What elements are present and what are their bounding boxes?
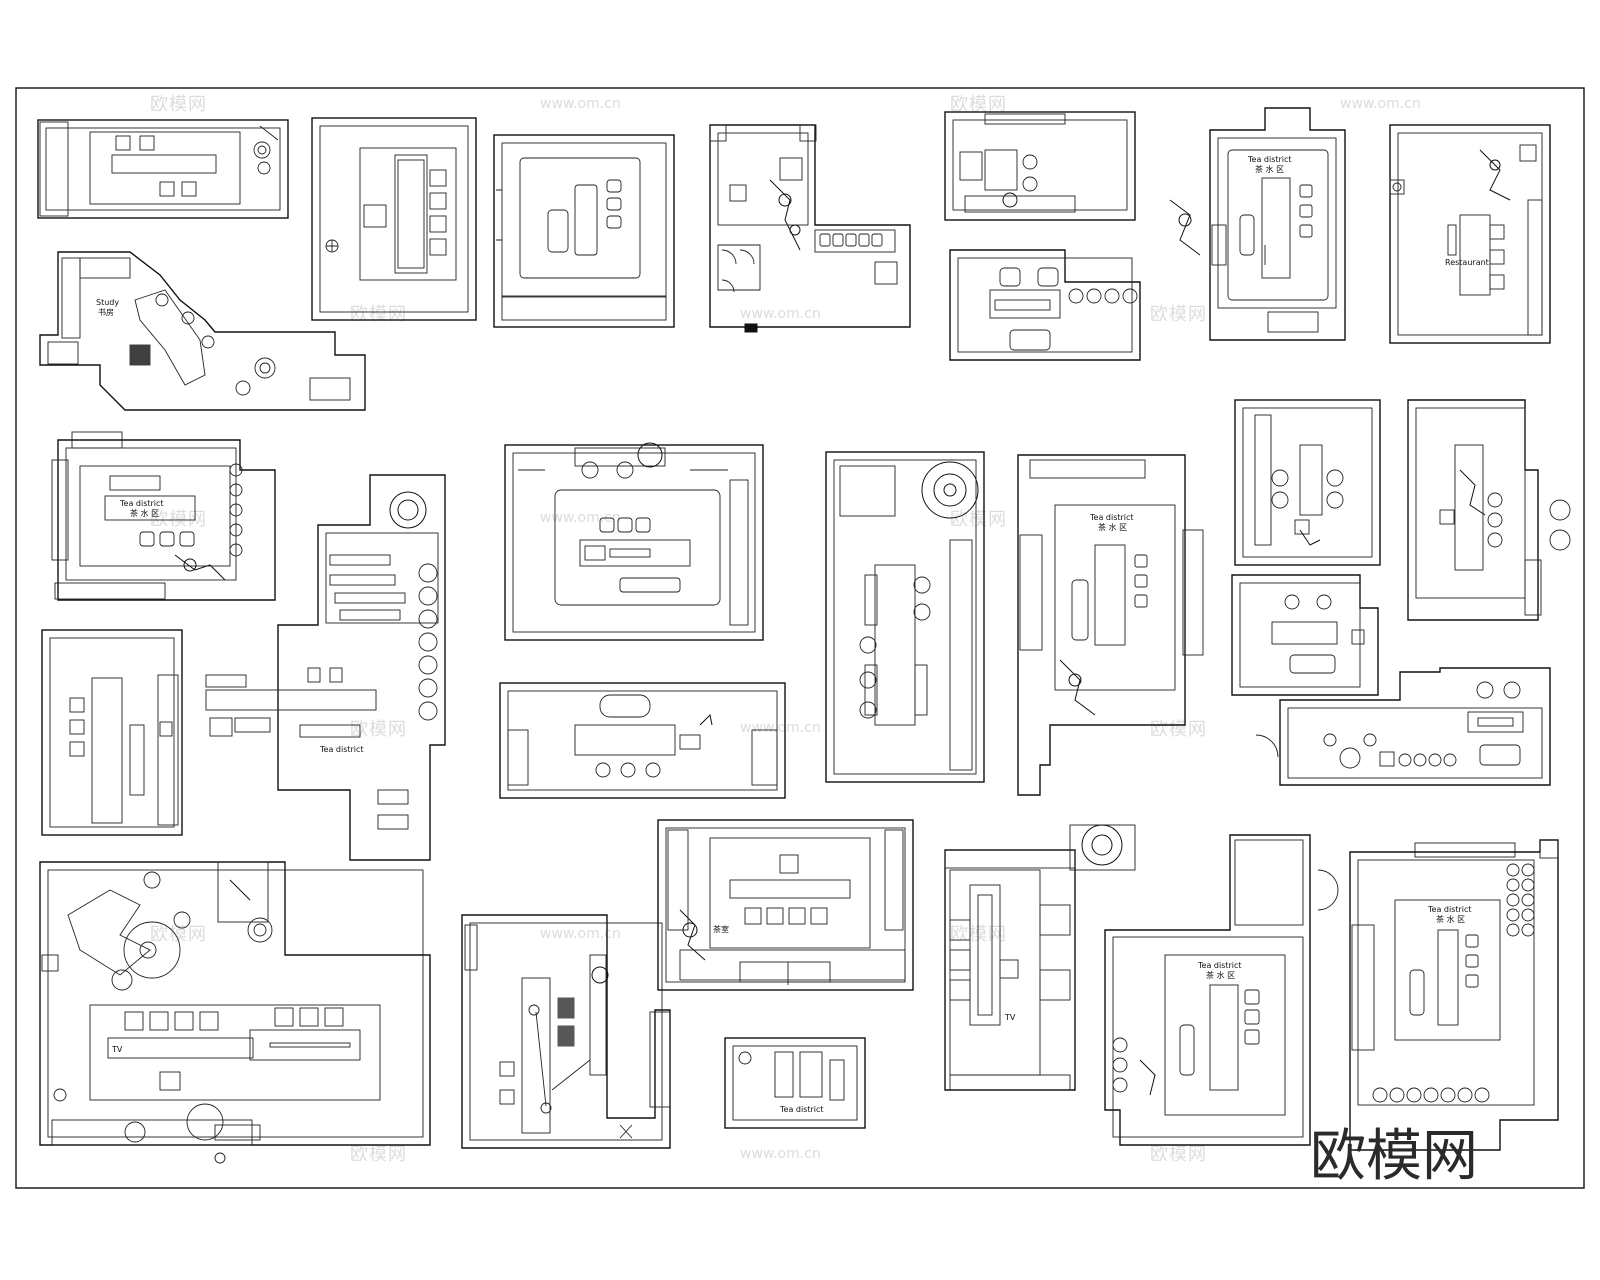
watermark-url: www.om.cn xyxy=(540,510,621,526)
watermark-layer: 欧模网 www.om.cn 欧模网 www.om.cn 欧模网 www.om.c… xyxy=(150,94,1421,1165)
floor-plan-25: TV xyxy=(944,824,1136,1091)
room-label: Tea district xyxy=(319,745,364,754)
room-label-cn: 书房 xyxy=(98,307,114,317)
tv-label: TV xyxy=(1004,1013,1016,1022)
room-label: Tea district xyxy=(1197,961,1242,970)
watermark-text: 欧模网 xyxy=(150,924,207,945)
floor-plan-17 xyxy=(1407,399,1571,621)
chair-column xyxy=(418,563,438,721)
floor-plan-7 xyxy=(949,249,1141,361)
tv-label: TV xyxy=(111,1045,123,1054)
room-label: Study xyxy=(96,298,119,307)
watermark-text: 欧模网 xyxy=(350,304,407,325)
floor-plan-9-restaurant: Restaurant xyxy=(1389,124,1551,344)
watermark-text: 欧模网 xyxy=(350,1144,407,1165)
floor-plan-6 xyxy=(944,111,1136,221)
watermark-text: 欧模网 xyxy=(1150,1144,1207,1165)
floor-plan-10-tea: Tea district 茶 水 区 xyxy=(51,431,276,601)
floor-plan-24-tea: Tea district xyxy=(724,1037,866,1129)
floor-plan-12 xyxy=(504,442,764,641)
chair-row xyxy=(229,463,243,557)
floor-plan-11: Tea district xyxy=(205,474,446,861)
watermark-text: 欧模网 xyxy=(350,719,407,740)
watermark-text: 欧模网 xyxy=(950,924,1007,945)
watermark-url: www.om.cn xyxy=(540,926,621,942)
floor-plan-15-tea: Tea district 茶 水 区 xyxy=(1017,454,1204,796)
watermark-url: www.om.cn xyxy=(740,1146,821,1162)
watermark-text: 欧模网 xyxy=(150,509,207,530)
watermark-url: www.om.cn xyxy=(740,306,821,322)
floor-plan-4 xyxy=(493,134,675,328)
floor-plan-19 xyxy=(1255,667,1551,786)
floor-plan-13 xyxy=(499,682,786,799)
floor-plan-26-tea: Tea district 茶 水 区 xyxy=(1104,834,1339,1146)
floor-plan-14 xyxy=(825,451,985,783)
watermark-url: www.om.cn xyxy=(1340,96,1421,112)
floor-plan-3 xyxy=(311,117,477,321)
watermark-text: 欧模网 xyxy=(950,509,1007,530)
room-label: Tea district xyxy=(1427,905,1472,914)
floor-plan-2-study: Study 书房 xyxy=(39,251,366,411)
floor-plan-21: TV xyxy=(39,861,431,1164)
floor-plan-8-tea: Tea district 茶 水 区 xyxy=(1169,107,1346,341)
watermark-url: www.om.cn xyxy=(540,96,621,112)
floor-plan-18 xyxy=(1231,574,1379,696)
room-label-cn: 茶 水 区 xyxy=(1436,914,1465,924)
room-label-cn: 茶 水 区 xyxy=(1098,522,1127,532)
room-label-cn: 茶 水 区 xyxy=(1206,970,1235,980)
chair-row xyxy=(1372,1087,1490,1103)
watermark-text: 欧模网 xyxy=(150,94,207,115)
floor-plan-23: 茶室 xyxy=(657,819,914,991)
watermark-logo: 欧模网 xyxy=(1310,1124,1478,1189)
room-label-cn: 茶室 xyxy=(713,924,729,934)
floor-plan-1 xyxy=(37,119,289,219)
chair-row xyxy=(819,233,883,247)
floor-plan-22 xyxy=(461,914,671,1149)
floor-plan-5 xyxy=(709,124,911,333)
room-label-cn: 茶 水 区 xyxy=(1255,164,1284,174)
watermark-text: 欧模网 xyxy=(1150,304,1207,325)
floor-plan-20 xyxy=(41,629,183,836)
room-label: Tea district xyxy=(119,499,164,508)
room-label: Tea district xyxy=(1247,155,1292,164)
chair-grid xyxy=(1506,863,1535,937)
floor-plan-16 xyxy=(1234,399,1381,566)
room-label: Tea district xyxy=(779,1105,824,1114)
floor-plan-27-tea: Tea district 茶 水 区 xyxy=(1349,839,1559,1151)
room-label: Tea district xyxy=(1089,513,1134,522)
room-label-cn: 茶 水 区 xyxy=(130,508,159,518)
watermark-text: 欧模网 xyxy=(1150,719,1207,740)
sheet-border xyxy=(15,87,1585,1189)
watermark-text: 欧模网 xyxy=(950,94,1007,115)
watermark-url: www.om.cn xyxy=(740,720,821,736)
room-label: Restaurant xyxy=(1445,258,1489,267)
